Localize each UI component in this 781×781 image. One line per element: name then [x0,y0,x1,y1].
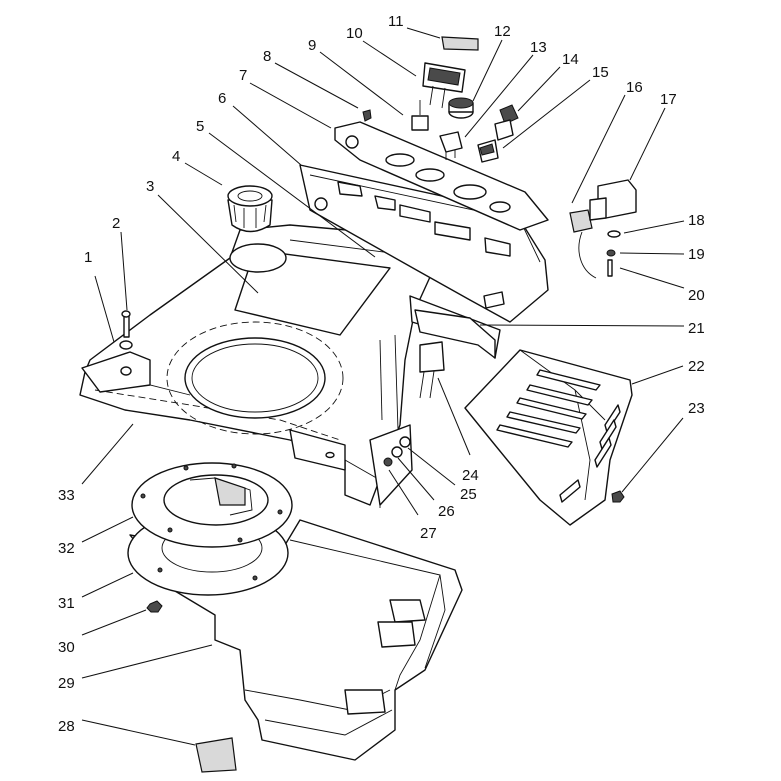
callout-16: 16 [626,79,643,96]
callout-25: 25 [460,486,477,503]
control-panel-7 [334,121,549,231]
callout-17: 17 [660,91,677,108]
callout-11: 11 [388,13,404,30]
bolt-20 [607,259,613,277]
callouts: 1 2 3 4 5 6 7 8 9 10 11 12 13 14 15 16 1… [58,13,705,735]
switch-15 [477,139,499,163]
light-socket-13 [439,131,463,160]
callout-33: 33 [58,487,75,504]
callout-22: 22 [688,358,705,375]
callout-31: 31 [58,595,75,612]
nut-30 [146,600,163,613]
toggle-switch-14 [494,104,519,141]
fuel-cap-4 [227,185,287,273]
cover-vents [496,369,621,503]
grommet-9 [411,100,429,131]
flange-ring-32 [131,462,293,581]
callout-24: 24 [462,467,479,484]
switch-boot-12 [448,97,474,119]
washer-19 [606,249,616,257]
ignition-switch-10 [422,62,466,109]
callout-3: 3 [146,178,154,195]
bracket-17 [589,179,637,221]
callout-20: 20 [688,287,705,304]
callout-7: 7 [239,67,247,84]
callout-26: 26 [438,503,455,520]
mount-hole [120,366,132,376]
callout-19: 19 [688,246,705,263]
callout-8: 8 [263,48,271,65]
upper-shroud [79,224,461,508]
callout-18: 18 [688,212,705,229]
washer-1 [119,340,133,350]
bracket-21 [414,309,496,359]
pad-28 [195,737,237,773]
fasteners-25-27 [383,436,411,467]
callout-9: 9 [308,37,316,54]
callout-12: 12 [494,23,511,40]
callout-2: 2 [112,215,120,232]
key-11 [441,36,479,51]
connector-16 [569,209,597,279]
callout-13: 13 [530,39,547,56]
callout-5: 5 [196,118,204,135]
callout-10: 10 [346,25,363,42]
callout-23: 23 [688,400,705,417]
callout-27: 27 [420,525,437,542]
callout-21: 21 [688,320,705,337]
washer-18 [607,230,621,238]
callout-15: 15 [592,64,609,81]
cover-22 [464,349,633,526]
callout-14: 14 [562,51,579,68]
screw-8 [362,109,372,122]
callout-29: 29 [58,675,75,692]
callout-1: 1 [84,249,92,266]
callout-32: 32 [58,540,75,557]
callout-4: 4 [172,148,180,165]
leader-lines [81,27,685,746]
callout-6: 6 [218,90,226,107]
nut-23 [611,490,625,503]
connector-24 [419,341,445,399]
callout-28: 28 [58,718,75,735]
callout-30: 30 [58,639,75,656]
mount-bolt-2 [121,310,131,338]
